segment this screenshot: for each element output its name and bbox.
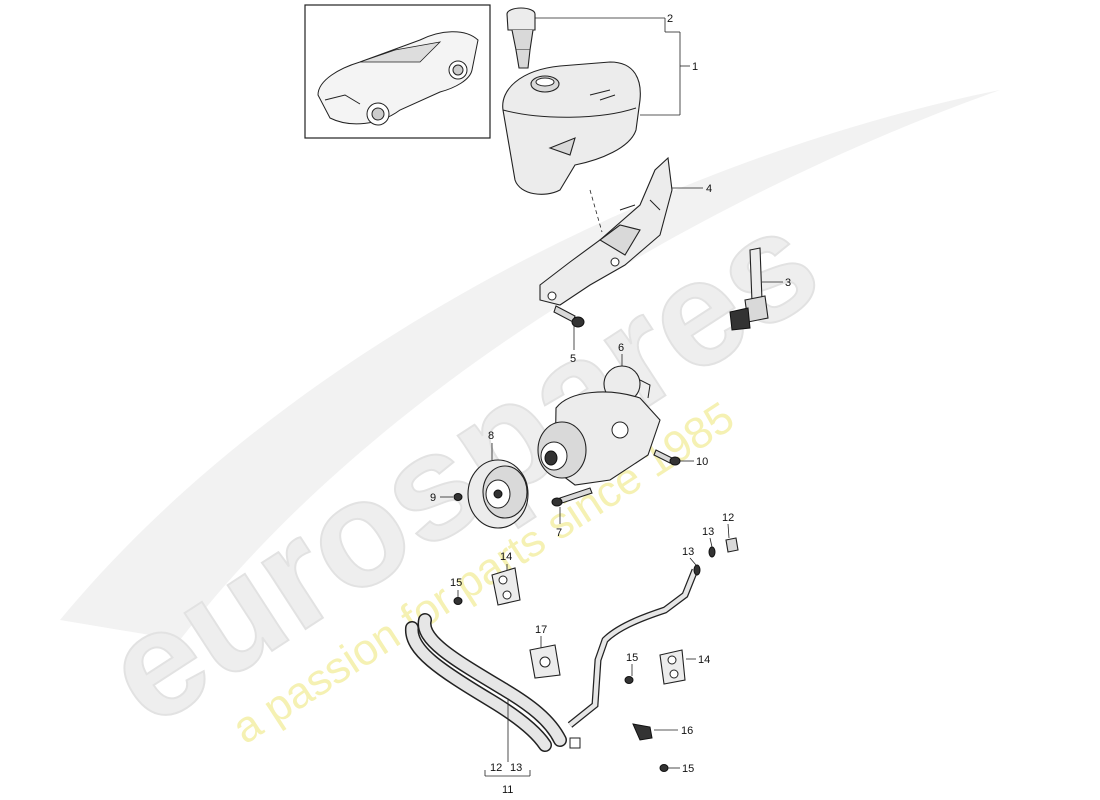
callout-12-b: 12 <box>490 762 502 774</box>
callout-labels: 1 2 3 4 5 6 7 8 9 10 11 12 12 13 13 13 1… <box>430 13 791 796</box>
bolt-9 <box>453 493 463 501</box>
bolt-5 <box>553 305 585 328</box>
callout-10: 10 <box>696 456 708 468</box>
callout-14-b: 14 <box>698 654 710 666</box>
car-thumbnail <box>304 4 491 139</box>
seal-13 <box>693 546 716 576</box>
callout-13-c: 13 <box>510 762 522 774</box>
bolt-15-b <box>624 676 634 684</box>
callout-16: 16 <box>681 725 693 737</box>
bolt-15-c <box>659 764 669 772</box>
callout-11: 11 <box>502 784 513 796</box>
reservoir-tank <box>502 61 641 195</box>
bolt-15-a <box>453 597 463 605</box>
reservoir-cap <box>506 7 536 69</box>
bolt-10 <box>653 449 681 466</box>
clamp-14-upper <box>491 567 521 606</box>
callout-7: 7 <box>556 527 562 539</box>
callout-4: 4 <box>706 183 712 195</box>
bolt-7 <box>551 487 593 507</box>
pulley <box>467 459 529 529</box>
mounting-bracket <box>539 156 673 306</box>
callout-3: 3 <box>785 277 791 289</box>
callout-2: 2 <box>667 13 673 25</box>
hose-lines <box>405 568 699 752</box>
watermark-swoosh <box>60 90 1000 640</box>
callout-1: 1 <box>692 61 698 73</box>
power-steering-pump <box>537 365 661 486</box>
bracket-16 <box>632 723 653 741</box>
clamp-17 <box>529 644 561 679</box>
callout-14-a: 14 <box>500 551 512 563</box>
callout-17: 17 <box>535 624 547 636</box>
callout-13-a: 13 <box>702 526 714 538</box>
callout-15-a: 15 <box>450 577 462 589</box>
leader-lines <box>440 17 783 777</box>
callout-15-c: 15 <box>682 763 694 775</box>
clamp-14-lower <box>659 649 686 685</box>
level-sensor <box>729 247 769 331</box>
callout-15-b: 15 <box>626 652 638 664</box>
callout-5: 5 <box>570 353 576 365</box>
callout-13-b: 13 <box>682 546 694 558</box>
callout-6: 6 <box>618 342 624 354</box>
fitting-12 <box>725 537 739 553</box>
callout-9: 9 <box>430 492 436 504</box>
callout-8: 8 <box>488 430 494 442</box>
callout-12-a: 12 <box>722 512 734 524</box>
